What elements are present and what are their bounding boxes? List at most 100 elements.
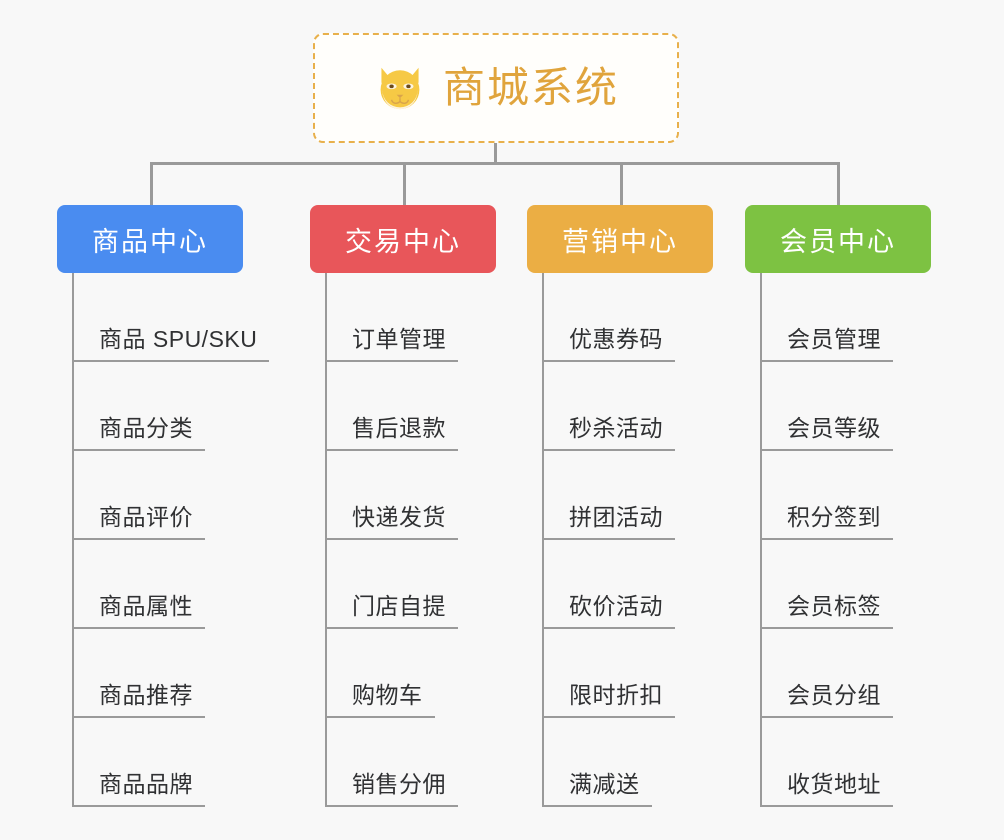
- root-node-title: 商城系统: [442, 64, 619, 111]
- leaf-label: 秒杀活动: [569, 415, 663, 441]
- branch-spine-3: [542, 273, 544, 807]
- leaf-item[interactable]: 商品属性: [72, 540, 257, 629]
- leaf-label: 购物车: [352, 682, 423, 708]
- leaf-item[interactable]: 销售分佣: [325, 718, 496, 807]
- shiba-dog-face-icon: [380, 67, 420, 111]
- leaf-label: 收货地址: [787, 771, 881, 797]
- branch-header-4[interactable]: 会员中心: [745, 205, 931, 273]
- leaf-underline: [760, 627, 893, 629]
- leaf-underline: [325, 805, 458, 807]
- leaf-label: 满减送: [569, 771, 640, 797]
- branch-spine-1: [72, 273, 74, 807]
- leaf-label: 会员等级: [787, 415, 881, 441]
- leaf-underline: [72, 627, 205, 629]
- leaf-underline: [542, 716, 675, 718]
- leaf-underline: [542, 627, 675, 629]
- leaf-item[interactable]: 限时折扣: [542, 629, 713, 718]
- leaf-label: 订单管理: [352, 326, 446, 352]
- branch-header-label-3: 营销中心: [562, 226, 678, 257]
- leaf-label: 优惠券码: [569, 326, 663, 352]
- leaf-item[interactable]: 会员管理: [760, 273, 931, 362]
- leaf-underline: [72, 805, 205, 807]
- leaf-item[interactable]: 快递发货: [325, 451, 496, 540]
- leaf-item[interactable]: 会员分组: [760, 629, 931, 718]
- leaf-underline: [325, 627, 458, 629]
- leaf-item[interactable]: 订单管理: [325, 273, 496, 362]
- branch-header-2[interactable]: 交易中心: [310, 205, 496, 273]
- leaf-label: 商品分类: [99, 415, 193, 441]
- leaf-underline: [542, 449, 675, 451]
- leaf-item[interactable]: 商品评价: [72, 451, 257, 540]
- leaf-label: 积分签到: [787, 504, 881, 530]
- leaf-underline: [72, 360, 269, 362]
- leaf-item[interactable]: 商品分类: [72, 362, 257, 451]
- leaf-label: 商品属性: [99, 593, 193, 619]
- branch-header-3[interactable]: 营销中心: [527, 205, 713, 273]
- leaf-item[interactable]: 砍价活动: [542, 540, 713, 629]
- branch-items-4: 会员管理 会员等级 积分签到 会员标签 会员分组 收货地址: [745, 273, 931, 807]
- leaf-item[interactable]: 购物车: [325, 629, 496, 718]
- leaf-label: 会员标签: [787, 593, 881, 619]
- leaf-underline: [542, 538, 675, 540]
- branch-items-1: 商品 SPU/SKU 商品分类 商品评价 商品属性 商品推荐 商品品牌: [57, 273, 269, 807]
- leaf-label: 快递发货: [352, 504, 446, 530]
- leaf-item[interactable]: 积分签到: [760, 451, 931, 540]
- connector-drop-branch-3: [620, 162, 623, 205]
- connector-drop-branch-1: [150, 162, 153, 205]
- branch-column-4: 会员中心 会员管理 会员等级 积分签到 会员标签 会员分组: [745, 205, 931, 807]
- leaf-item[interactable]: 会员标签: [760, 540, 931, 629]
- leaf-label: 商品推荐: [99, 682, 193, 708]
- leaf-underline: [542, 360, 675, 362]
- branch-header-1[interactable]: 商品中心: [57, 205, 243, 273]
- leaf-item[interactable]: 拼团活动: [542, 451, 713, 540]
- leaf-label: 门店自提: [352, 593, 446, 619]
- branch-column-3: 营销中心 优惠券码 秒杀活动 拼团活动 砍价活动 限时折扣: [527, 205, 713, 807]
- leaf-label: 商品品牌: [99, 771, 193, 797]
- leaf-label: 砍价活动: [569, 593, 663, 619]
- leaf-item[interactable]: 满减送: [542, 718, 713, 807]
- connector-drop-branch-4: [837, 162, 840, 205]
- leaf-underline: [72, 716, 205, 718]
- leaf-underline: [760, 805, 893, 807]
- leaf-underline: [325, 716, 435, 718]
- root-node-mall-system[interactable]: 商城系统: [313, 33, 679, 143]
- leaf-label: 会员管理: [787, 326, 881, 352]
- leaf-item[interactable]: 商品推荐: [72, 629, 257, 718]
- leaf-underline: [760, 360, 893, 362]
- branch-column-1: 商品中心 商品 SPU/SKU 商品分类 商品评价 商品属性 商品推荐: [57, 205, 269, 807]
- leaf-underline: [325, 538, 458, 540]
- leaf-label: 限时折扣: [569, 682, 663, 708]
- branch-column-2: 交易中心 订单管理 售后退款 快递发货 门店自提 购物车: [310, 205, 496, 807]
- leaf-label: 商品 SPU/SKU: [99, 326, 258, 352]
- branch-items-3: 优惠券码 秒杀活动 拼团活动 砍价活动 限时折扣 满减送: [527, 273, 713, 807]
- leaf-underline: [325, 449, 458, 451]
- leaf-item[interactable]: 商品 SPU/SKU: [72, 273, 269, 362]
- leaf-underline: [325, 360, 458, 362]
- branch-spine-2: [325, 273, 327, 807]
- leaf-item[interactable]: 门店自提: [325, 540, 496, 629]
- leaf-underline: [72, 449, 205, 451]
- branch-items-2: 订单管理 售后退款 快递发货 门店自提 购物车 销售分佣: [310, 273, 496, 807]
- leaf-label: 拼团活动: [569, 504, 663, 530]
- leaf-underline: [760, 449, 893, 451]
- leaf-item[interactable]: 优惠券码: [542, 273, 713, 362]
- leaf-label: 销售分佣: [352, 771, 446, 797]
- branch-spine-4: [760, 273, 762, 807]
- branch-header-label-2: 交易中心: [345, 226, 461, 257]
- connector-horizontal-bus: [150, 162, 840, 165]
- leaf-item[interactable]: 售后退款: [325, 362, 496, 451]
- branch-header-label-4: 会员中心: [780, 226, 896, 257]
- leaf-label: 会员分组: [787, 682, 881, 708]
- leaf-item[interactable]: 秒杀活动: [542, 362, 713, 451]
- leaf-underline: [542, 805, 652, 807]
- leaf-label: 售后退款: [352, 415, 446, 441]
- leaf-underline: [760, 538, 893, 540]
- branch-header-label-1: 商品中心: [92, 226, 208, 257]
- connector-root-stem: [494, 143, 497, 164]
- leaf-item[interactable]: 会员等级: [760, 362, 931, 451]
- leaf-item[interactable]: 收货地址: [760, 718, 931, 807]
- leaf-item[interactable]: 商品品牌: [72, 718, 257, 807]
- leaf-label: 商品评价: [99, 504, 193, 530]
- leaf-underline: [760, 716, 893, 718]
